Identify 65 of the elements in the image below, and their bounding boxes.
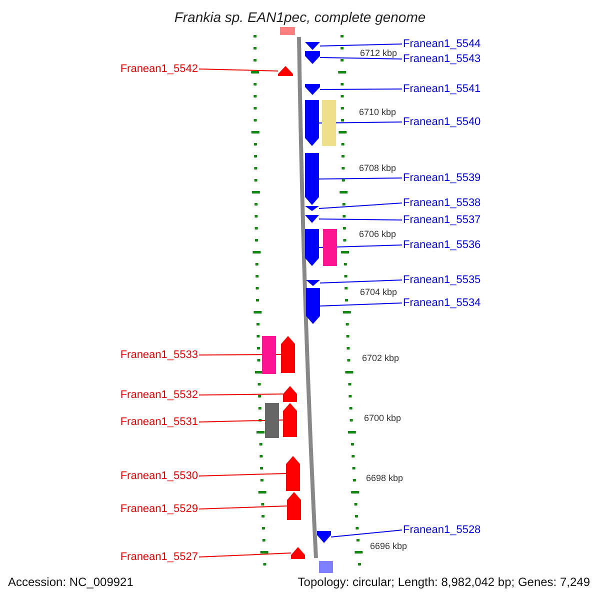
gene-feature <box>287 492 301 520</box>
gene-feature <box>317 531 331 543</box>
leader-line <box>198 552 292 558</box>
scale-label: 6710 kbp <box>359 106 396 118</box>
leader-line <box>320 57 402 60</box>
genome-info-text: Topology: circular; Length: 8,982,042 bp; Genes: 7,249 <box>298 576 590 588</box>
gene-label: Franean1_5531 <box>120 416 198 428</box>
scale-label: 6698 kbp <box>366 472 404 484</box>
gene-feature <box>286 456 300 491</box>
gene-feature <box>305 215 319 223</box>
gene-label: Franean1_5538 <box>403 197 481 209</box>
gene-label: Franean1_5529 <box>120 503 198 515</box>
leader-line <box>198 68 278 72</box>
leader-line <box>330 530 402 538</box>
gene-label: Franean1_5533 <box>120 349 198 361</box>
gene-feature <box>306 280 320 286</box>
scale-label: 6708 kbp <box>359 162 396 174</box>
scale-label: 6700 kbp <box>364 412 402 424</box>
gene-feature <box>283 386 297 402</box>
gene-feature <box>305 100 319 146</box>
gene-feature <box>305 42 320 50</box>
leader-line <box>198 473 286 476</box>
gene-label: Franean1_5535 <box>403 274 481 286</box>
leader-line <box>318 178 402 180</box>
scale-label: 6704 kbp <box>360 286 398 298</box>
gene-feature <box>291 547 305 559</box>
gene-label: Franean1_5539 <box>403 172 481 184</box>
gene-label: Franean1_5528 <box>403 524 481 536</box>
leader-line <box>318 218 402 220</box>
title: Frankia sp. EAN1pec, complete genome <box>173 11 427 23</box>
leader-line <box>320 44 402 46</box>
gene-feature <box>305 51 320 64</box>
scale-label: 6696 kbp <box>370 540 408 552</box>
gene-bar <box>265 403 279 438</box>
gene-label: Franean1_5537 <box>403 214 481 226</box>
gene-label: Franean1_5543 <box>403 53 481 65</box>
gene-label: Franean1_5542 <box>120 63 198 75</box>
leader-line <box>320 88 402 90</box>
gene-label: Franean1_5527 <box>120 551 198 563</box>
leader-line <box>320 302 402 306</box>
leader-line <box>318 202 402 209</box>
accession-text: Accession: NC_009921 <box>8 576 134 588</box>
gene-label: Franean1_5536 <box>403 239 481 251</box>
leader-line <box>198 394 284 396</box>
leader-line <box>198 506 288 510</box>
gene-bar <box>280 27 295 35</box>
gene-label: Franean1_5534 <box>403 297 481 309</box>
gene-feature <box>281 336 295 373</box>
gene-bar <box>322 100 336 146</box>
gene-label: Franean1_5530 <box>120 470 198 482</box>
scale-label: 6706 kbp <box>359 228 396 240</box>
gene-label: Franean1_5544 <box>403 38 481 50</box>
gene-feature <box>305 84 320 95</box>
gene-feature <box>278 66 293 76</box>
gene-label: Franean1_5541 <box>403 83 481 95</box>
gene-label: Franean1_5540 <box>403 116 481 128</box>
gene-feature <box>306 288 320 324</box>
gene-bar <box>323 229 337 266</box>
gene-feature <box>305 229 319 266</box>
gene-label: Franean1_5532 <box>120 389 198 401</box>
gene-bar <box>262 336 276 374</box>
leader-line <box>320 280 402 284</box>
gene-bar <box>319 561 333 573</box>
scale-label: 6702 kbp <box>362 352 400 364</box>
scale-label: 6712 kbp <box>360 47 398 59</box>
